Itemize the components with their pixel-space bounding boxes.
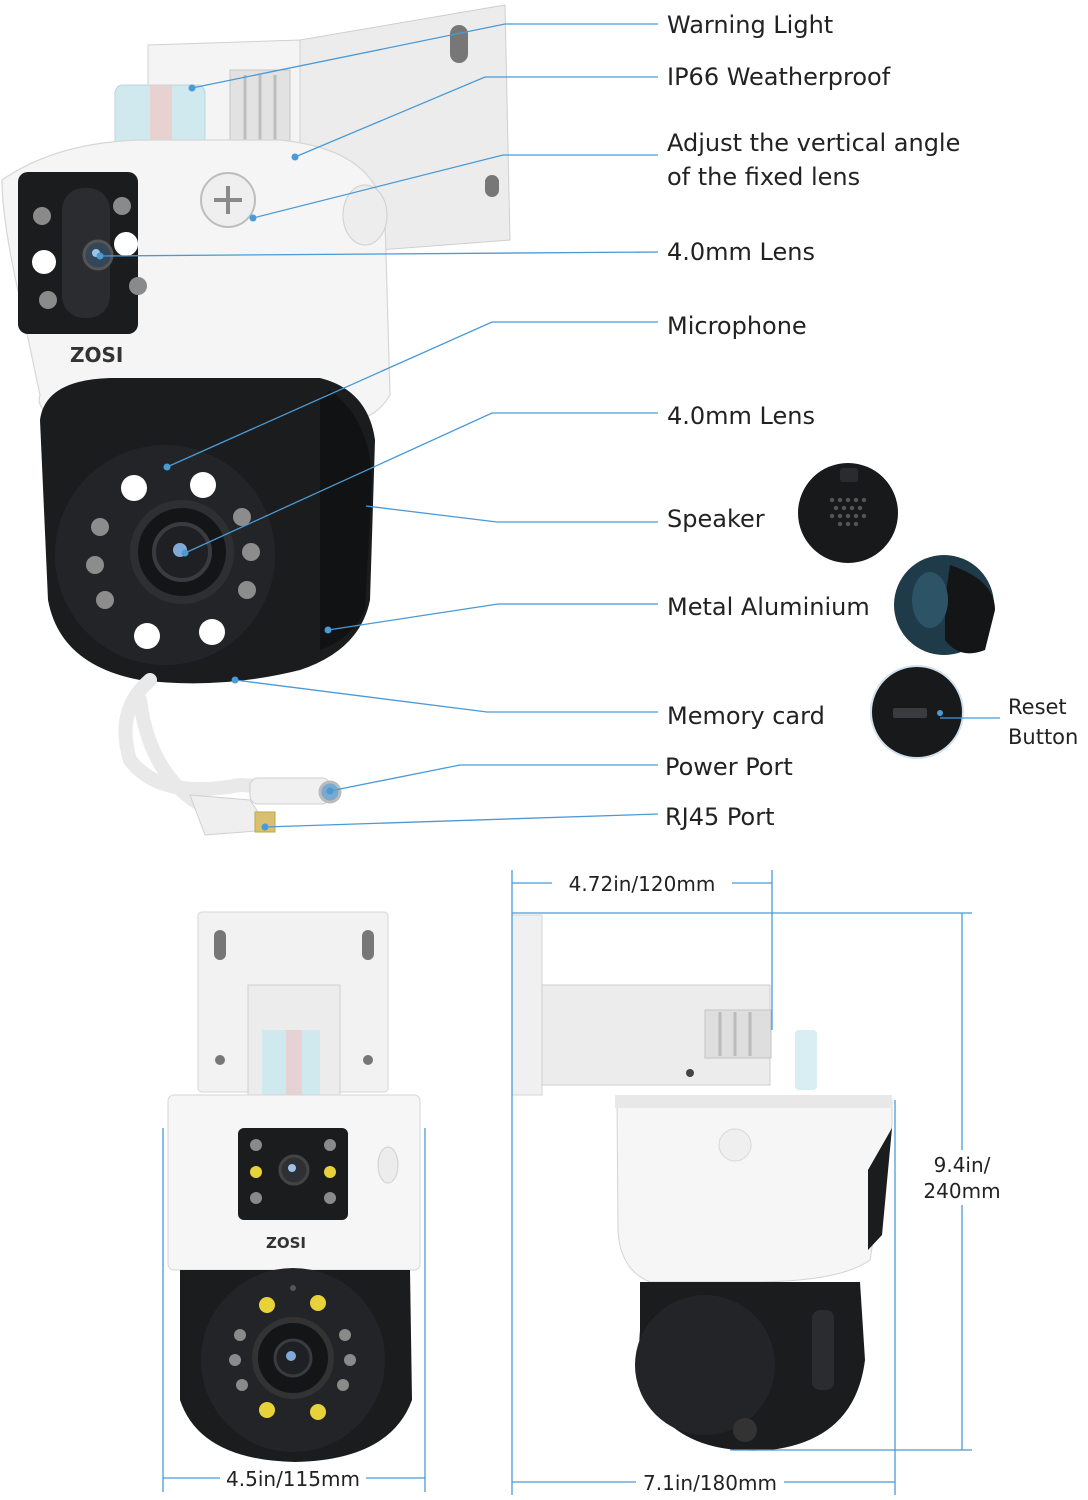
label-ip66: IP66 Weatherproof (667, 63, 891, 91)
main-camera-illustration: ZOSI (1, 4, 511, 836)
label-power-port: Power Port (665, 753, 793, 781)
label-microphone: Microphone (667, 312, 807, 340)
label-height-line2: 240mm (923, 1179, 1000, 1203)
label-adjust-angle-line2: of the fixed lens (667, 163, 860, 191)
label-adjust-angle-line1: Adjust the vertical angle (667, 129, 960, 157)
brand-logo-front: ZOSI (266, 1234, 306, 1252)
memory-card-detail-thumbnail (870, 665, 1000, 759)
label-metal: Metal Aluminium (667, 593, 870, 621)
brand-logo-top: ZOSI (70, 343, 123, 367)
front-view-illustration: ZOSI (167, 911, 421, 1462)
label-warning-light: Warning Light (667, 11, 833, 39)
side-dimensions: 4.72in/120mm 7.1in/180mm 9.4in/ 240mm (511, 870, 1001, 1495)
label-reset-line2: Button (1008, 725, 1078, 749)
label-height-line1: 9.4in/ (934, 1153, 991, 1177)
speaker-detail-thumbnail (798, 463, 898, 563)
side-view-illustration (511, 914, 893, 1451)
label-reset-line1: Reset (1008, 695, 1067, 719)
label-front-width: 4.5in/115mm (226, 1467, 360, 1491)
label-side-width: 7.1in/180mm (643, 1471, 777, 1495)
label-memory-card: Memory card (667, 702, 825, 730)
label-speaker: Speaker (667, 505, 765, 533)
label-lens-bottom: 4.0mm Lens (667, 402, 815, 430)
callout-leaders (96, 23, 659, 831)
callout-labels: Warning Light IP66 Weatherproof Adjust t… (665, 11, 960, 831)
label-rj45: RJ45 Port (665, 803, 775, 831)
front-width-dimension: 4.5in/115mm (162, 1128, 426, 1492)
label-top-depth: 4.72in/120mm (569, 872, 716, 896)
metal-detail-thumbnail (894, 555, 995, 655)
label-lens-top: 4.0mm Lens (667, 238, 815, 266)
